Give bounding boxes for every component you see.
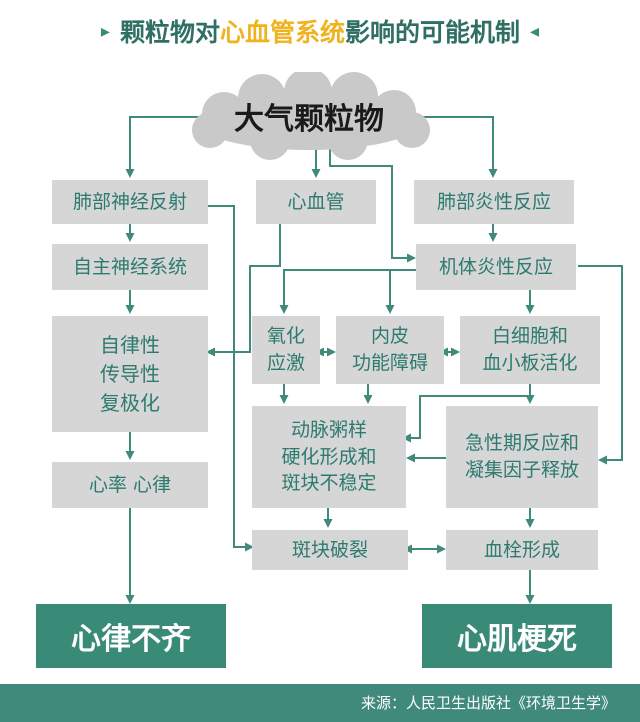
edge-cardiovascular-to-autonomy bbox=[206, 224, 281, 357]
node-atherosclerosis-plaque-instability: 动脉粥样 硬化形成和 斑块不稳定 bbox=[252, 406, 406, 508]
edge-lung-reflex-to-plaque-rupture bbox=[208, 205, 254, 552]
node-lung-neural-reflex: 肺部神经反射 bbox=[52, 180, 208, 224]
node-heart-rate-rhythm: 心率 心律 bbox=[52, 462, 208, 508]
edge-systemic-to-oxidative bbox=[279, 269, 418, 314]
edge-systemic-to-acute-phase bbox=[578, 265, 623, 465]
node-autonomic-nervous-system: 自主神经系统 bbox=[52, 244, 208, 290]
node-acute-phase-coagulation: 急性期反应和 凝集因子释放 bbox=[446, 406, 598, 508]
node-plaque-rupture: 斑块破裂 bbox=[252, 530, 408, 570]
footer-bar: 来源：人民卫生出版社《环境卫生学》 bbox=[0, 684, 640, 722]
cloud-shape bbox=[192, 72, 430, 160]
edge-source-to-lung-inflammation bbox=[420, 116, 498, 178]
title-highlight: 心血管系统 bbox=[219, 18, 345, 47]
node-systemic-inflammation: 机体炎性反应 bbox=[416, 244, 576, 290]
outcome-arrhythmia: 心律不齐 bbox=[36, 604, 226, 668]
title-suffix: 影响的可能机制 bbox=[345, 18, 521, 47]
node-thrombosis: 血栓形成 bbox=[446, 530, 598, 570]
page-title: 颗粒物对心血管系统影响的可能机制 bbox=[120, 13, 520, 49]
node-lung-inflammation: 肺部炎性反应 bbox=[414, 180, 574, 224]
title-prefix: 颗粒物对 bbox=[119, 18, 220, 47]
title-left-mark: ▸ bbox=[100, 20, 110, 42]
edge-source-to-systemic-inflammation bbox=[329, 138, 416, 263]
source-credit: 来源：人民卫生出版社《环境卫生学》 bbox=[360, 694, 616, 712]
outcome-myocardial-infarction: 心肌梗死 bbox=[422, 604, 612, 668]
title-bar: ▸ 颗粒物对心血管系统影响的可能机制 ◂ bbox=[0, 0, 640, 62]
node-oxidative-stress: 氧化 应激 bbox=[252, 316, 320, 384]
node-leukocyte-platelet-activation: 白细胞和 血小板活化 bbox=[460, 316, 600, 384]
node-cardiovascular: 心血管 bbox=[256, 180, 376, 224]
node-endothelial-dysfunction: 内皮 功能障碍 bbox=[336, 316, 444, 384]
title-right-mark: ◂ bbox=[530, 20, 540, 42]
node-autonomy-conduction-repolarization: 自律性 传导性 复极化 bbox=[52, 316, 208, 432]
source-node-particulate-matter: 大气颗粒物 bbox=[234, 102, 384, 137]
